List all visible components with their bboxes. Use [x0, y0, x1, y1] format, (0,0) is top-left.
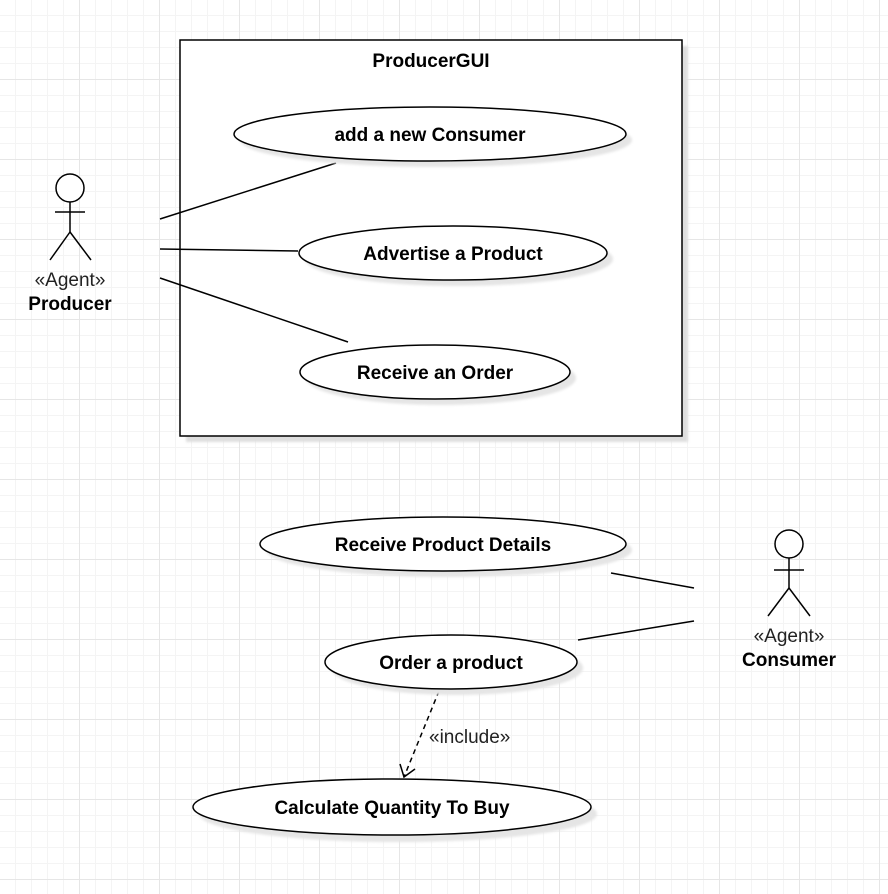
actor-producer-stereotype: «Agent» — [35, 270, 106, 291]
use-case-receive-product-details[interactable]: Receive Product Details — [259, 516, 632, 577]
system-boundary-title: ProducerGUI — [372, 51, 489, 72]
use-case-label: Order a product — [379, 653, 523, 674]
stick-figure-icon — [49, 173, 92, 261]
association-producer-advertise-product[interactable] — [159, 248, 299, 252]
use-case-advertise-product[interactable]: Advertise a Product — [298, 225, 613, 286]
include-dependency[interactable]: «include» — [399, 690, 510, 779]
use-case-receive-order[interactable]: Receive an Order — [299, 344, 576, 405]
association-producer-receive-order[interactable] — [159, 277, 349, 343]
use-case-label: Receive Product Details — [335, 535, 551, 556]
actor-consumer-name: Consumer — [742, 650, 837, 671]
use-case-label: Calculate Quantity To Buy — [274, 798, 510, 819]
association-consumer-order-product[interactable] — [577, 620, 695, 641]
actor-consumer-stereotype: «Agent» — [754, 626, 825, 647]
stick-figure-icon — [767, 529, 811, 617]
actor-consumer[interactable]: «Agent» Consumer — [742, 529, 837, 671]
use-case-order-product[interactable]: Order a product — [324, 634, 583, 695]
use-case-label: add a new Consumer — [334, 125, 526, 146]
include-label: «include» — [429, 727, 510, 748]
association-consumer-receive-product-details[interactable] — [610, 572, 695, 589]
association-producer-add-consumer[interactable] — [159, 162, 337, 220]
use-case-add-consumer[interactable]: add a new Consumer — [233, 106, 632, 167]
use-case-label: Advertise a Product — [363, 244, 543, 265]
actor-producer-name: Producer — [28, 294, 112, 315]
use-case-calculate-quantity[interactable]: Calculate Quantity To Buy — [192, 778, 597, 842]
actor-producer[interactable]: «Agent» Producer — [28, 173, 112, 315]
use-case-label: Receive an Order — [357, 363, 514, 384]
